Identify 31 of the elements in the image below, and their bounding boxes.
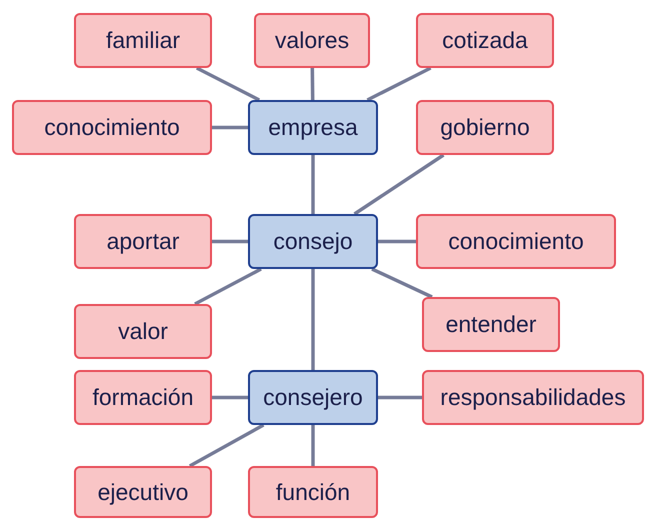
connector-line	[310, 68, 314, 100]
connector-line	[378, 240, 416, 244]
connector-line	[311, 155, 315, 214]
connector-line	[311, 425, 315, 466]
term-box: conocimiento	[12, 100, 212, 155]
connector-line	[196, 66, 260, 102]
connector-line	[188, 423, 264, 468]
concept-box: empresa	[248, 100, 378, 155]
connector-line	[366, 66, 432, 102]
term-box: responsabilidades	[422, 370, 644, 425]
term-box: conocimiento	[416, 214, 616, 269]
term-box: ejecutivo	[74, 466, 212, 518]
term-box: valores	[254, 13, 370, 68]
connector-line	[212, 240, 248, 244]
term-box: función	[248, 466, 378, 518]
term-box: cotizada	[416, 13, 554, 68]
term-box: valor	[74, 304, 212, 359]
connector-line	[194, 267, 262, 306]
concept-box: consejero	[248, 370, 378, 425]
term-box: aportar	[74, 214, 212, 269]
term-box: gobierno	[416, 100, 554, 155]
term-box: formación	[74, 370, 212, 425]
connector-line	[212, 396, 248, 400]
term-box: familiar	[74, 13, 212, 68]
connector-line	[378, 396, 422, 400]
connector-line	[371, 267, 433, 299]
concept-box: consejo	[248, 214, 378, 269]
connector-line	[212, 126, 248, 130]
term-box: entender	[422, 297, 560, 352]
connector-line	[354, 154, 444, 216]
connector-line	[311, 269, 315, 370]
